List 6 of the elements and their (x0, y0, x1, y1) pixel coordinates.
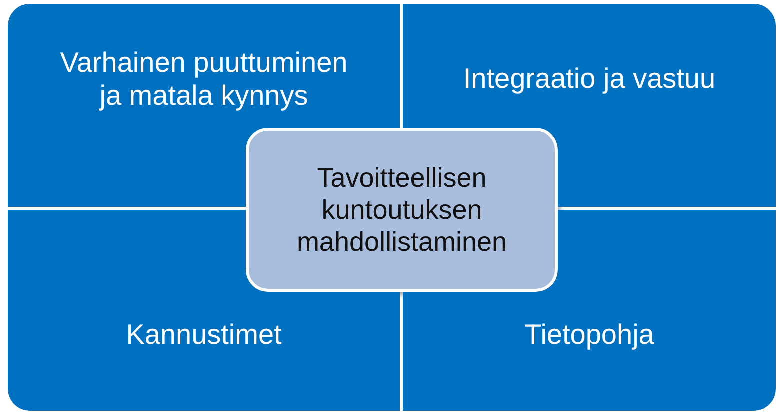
panel-text: Kannustimet (125, 318, 283, 351)
panel-text: Tavoitteellisen kuntoutuksen mahdollistaminen (296, 162, 508, 258)
center-box (246, 128, 558, 292)
panel-text: Tietopohja (524, 318, 656, 351)
panel-text: Varhainen puuttuminen ja matala kynnys (59, 46, 349, 112)
panel-text: Integraatio ja vastuu (462, 62, 717, 95)
